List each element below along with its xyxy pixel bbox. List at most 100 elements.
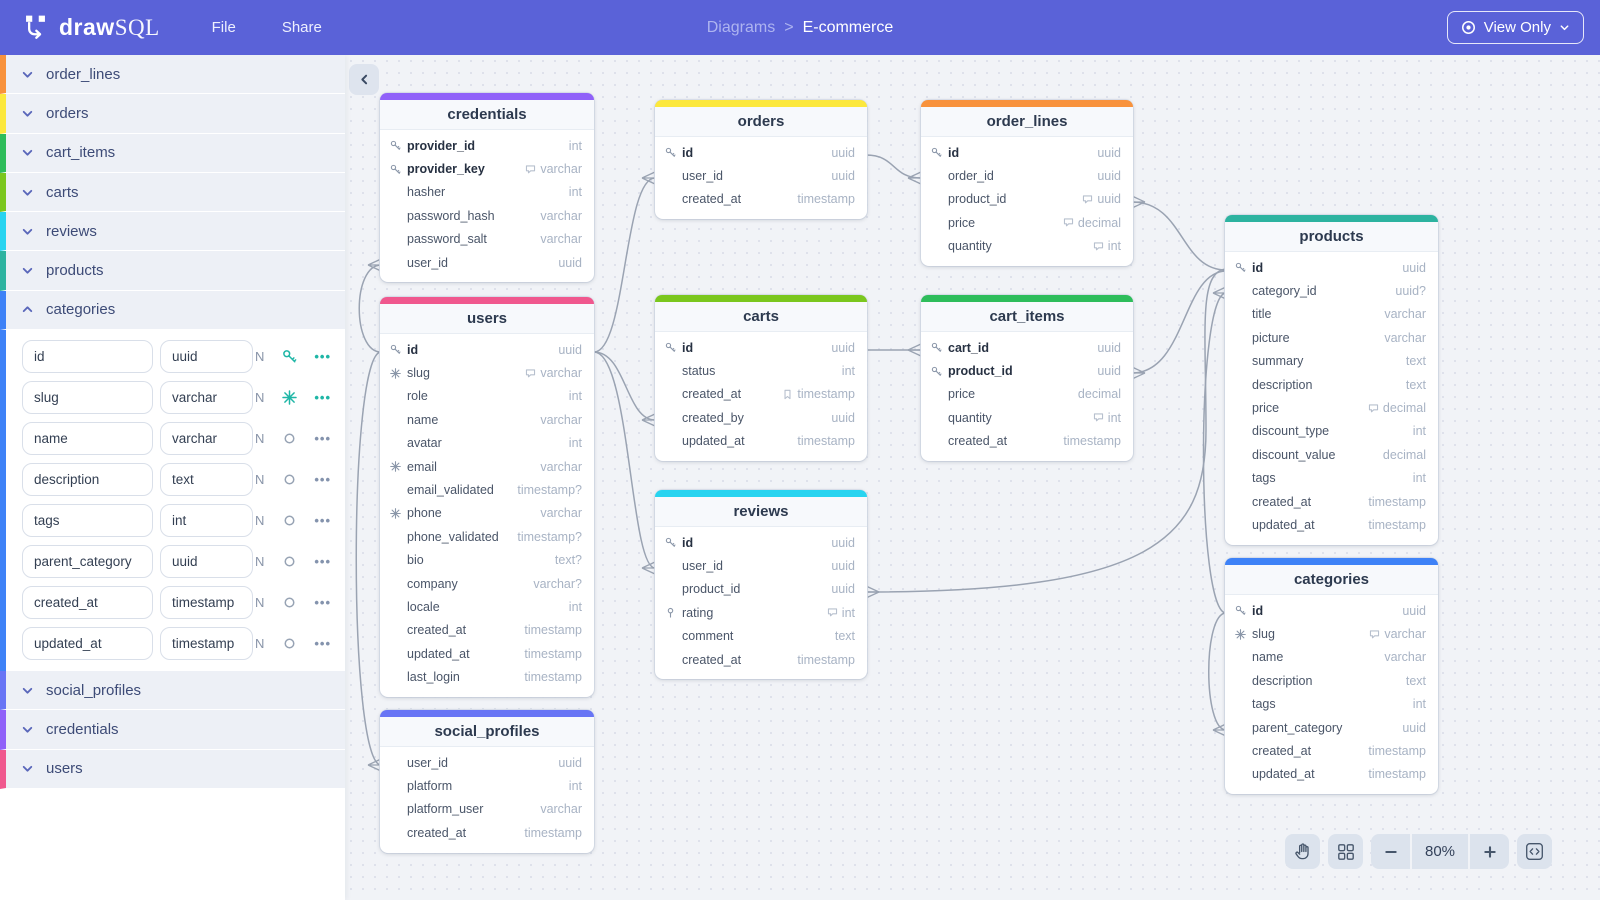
diagram-table-reviews[interactable]: reviews id uuid user_id uuid product_id … [655, 490, 867, 680]
table-field-row[interactable]: slug varchar [380, 361, 594, 384]
table-field-row[interactable]: provider_key varchar [380, 157, 594, 180]
table-field-row[interactable]: name varchar [380, 408, 594, 431]
table-field-row[interactable]: quantity int [921, 235, 1133, 258]
nullable-flag[interactable]: N [254, 390, 265, 406]
constraint-circle-icon[interactable] [282, 636, 297, 651]
field-name-input[interactable]: id [22, 340, 153, 374]
field-menu-dots[interactable]: ••• [314, 636, 331, 652]
table-field-row[interactable]: tags int [1225, 467, 1438, 490]
diagram-table-users[interactable]: users id uuid slug varchar role int name… [380, 297, 594, 697]
table-field-row[interactable]: product_id uuid [655, 578, 867, 601]
field-menu-dots[interactable]: ••• [314, 513, 331, 529]
diagram-table-carts[interactable]: carts id uuid status int created_at time… [655, 295, 867, 461]
table-field-row[interactable]: created_at timestamp [1225, 739, 1438, 762]
table-field-row[interactable]: name varchar [1225, 646, 1438, 669]
nullable-flag[interactable]: N [254, 349, 265, 365]
diagram-table-cart_items[interactable]: cart_items cart_id uuid product_id uuid … [921, 295, 1133, 461]
field-menu-dots[interactable]: ••• [314, 349, 331, 365]
table-field-row[interactable]: rating int [655, 601, 867, 624]
table-field-row[interactable]: created_at timestamp [380, 821, 594, 844]
table-field-row[interactable]: id uuid [655, 141, 867, 164]
embed-code-button[interactable] [1517, 834, 1552, 869]
sidebar-item-credentials[interactable]: credentials [0, 710, 345, 750]
nullable-flag[interactable]: N [254, 431, 265, 447]
sidebar-item-carts[interactable]: carts [0, 172, 345, 213]
table-field-row[interactable]: parent_category uuid [1225, 716, 1438, 739]
table-field-row[interactable]: discount_value decimal [1225, 443, 1438, 466]
table-field-row[interactable]: bio text? [380, 549, 594, 572]
table-field-row[interactable]: user_id uuid [655, 554, 867, 577]
table-field-row[interactable]: slug varchar [1225, 622, 1438, 645]
field-name-input[interactable]: created_at [22, 586, 153, 620]
nullable-flag[interactable]: N [254, 636, 265, 652]
field-type-input[interactable]: uuid [160, 545, 253, 579]
table-field-row[interactable]: id uuid [1225, 256, 1438, 279]
table-field-row[interactable]: last_login timestamp [380, 665, 594, 688]
table-field-row[interactable]: quantity int [921, 406, 1133, 429]
zoom-in-button[interactable] [1470, 834, 1509, 869]
sidebar-item-social_profiles[interactable]: social_profiles [0, 671, 345, 711]
table-field-row[interactable]: created_at timestamp [921, 430, 1133, 453]
table-field-row[interactable]: platform int [380, 774, 594, 797]
table-field-row[interactable]: product_id uuid [921, 188, 1133, 211]
table-field-row[interactable]: hasher int [380, 181, 594, 204]
field-name-input[interactable]: parent_category [22, 545, 153, 579]
field-name-input[interactable]: name [22, 422, 153, 456]
table-title[interactable]: credentials [380, 100, 594, 130]
table-field-row[interactable]: product_id uuid [921, 359, 1133, 382]
table-field-row[interactable]: updated_at timestamp [380, 642, 594, 665]
nullable-flag[interactable]: N [254, 513, 265, 529]
table-field-row[interactable]: tags int [1225, 693, 1438, 716]
constraint-circle-icon[interactable] [282, 431, 297, 446]
table-field-row[interactable]: order_id uuid [921, 164, 1133, 187]
table-field-row[interactable]: id uuid [1225, 599, 1438, 622]
breadcrumb-parent[interactable]: Diagrams [706, 18, 776, 36]
table-field-row[interactable]: phone varchar [380, 502, 594, 525]
diagram-table-categories[interactable]: categories id uuid slug varchar name var… [1225, 558, 1438, 795]
diagram-table-credentials[interactable]: credentials provider_id int provider_key… [380, 93, 594, 283]
sidebar-item-order_lines[interactable]: order_lines [0, 55, 345, 95]
sidebar-collapse-button[interactable] [349, 64, 379, 95]
sidebar-item-categories[interactable]: categories [0, 290, 345, 331]
table-field-row[interactable]: updated_at timestamp [655, 430, 867, 453]
field-type-input[interactable]: text [160, 463, 253, 497]
table-field-row[interactable]: created_at timestamp [380, 619, 594, 642]
table-field-row[interactable]: comment text [655, 625, 867, 648]
table-title[interactable]: carts [655, 302, 867, 332]
table-title[interactable]: order_lines [921, 107, 1133, 137]
field-type-input[interactable]: timestamp [160, 627, 253, 661]
field-menu-dots[interactable]: ••• [314, 554, 331, 570]
field-name-input[interactable]: slug [22, 381, 153, 415]
table-field-row[interactable]: password_salt varchar [380, 228, 594, 251]
table-field-row[interactable]: status int [655, 359, 867, 382]
constraint-circle-icon[interactable] [282, 595, 297, 610]
table-field-row[interactable]: email varchar [380, 455, 594, 478]
diagram-table-orders[interactable]: orders id uuid user_id uuid created_at t… [655, 100, 867, 220]
table-field-row[interactable]: updated_at timestamp [1225, 763, 1438, 786]
nullable-flag[interactable]: N [254, 595, 265, 611]
field-menu-dots[interactable]: ••• [314, 431, 331, 447]
primary-key-icon[interactable] [282, 349, 297, 364]
table-title[interactable]: reviews [655, 497, 867, 527]
table-title[interactable]: categories [1225, 565, 1438, 595]
table-field-row[interactable]: id uuid [655, 336, 867, 359]
table-field-row[interactable]: category_id uuid? [1225, 279, 1438, 302]
table-field-row[interactable]: email_validated timestamp? [380, 478, 594, 501]
table-field-row[interactable]: avatar int [380, 432, 594, 455]
pan-hand-button[interactable] [1285, 834, 1320, 869]
table-field-row[interactable]: created_at timestamp [1225, 490, 1438, 513]
table-field-row[interactable]: phone_validated timestamp? [380, 525, 594, 548]
nullable-flag[interactable]: N [254, 554, 265, 570]
field-name-input[interactable]: description [22, 463, 153, 497]
sidebar-item-reviews[interactable]: reviews [0, 212, 345, 252]
table-field-row[interactable]: description text [1225, 373, 1438, 396]
table-field-row[interactable]: cart_id uuid [921, 336, 1133, 359]
table-field-row[interactable]: id uuid [655, 531, 867, 554]
table-title[interactable]: orders [655, 107, 867, 137]
table-field-row[interactable]: created_at timestamp [655, 648, 867, 671]
field-type-input[interactable]: int [160, 504, 253, 538]
table-field-row[interactable]: user_id uuid [380, 751, 594, 774]
table-field-row[interactable]: id uuid [380, 338, 594, 361]
menu-item-file[interactable]: File [211, 19, 236, 36]
table-field-row[interactable]: price decimal [1225, 396, 1438, 419]
